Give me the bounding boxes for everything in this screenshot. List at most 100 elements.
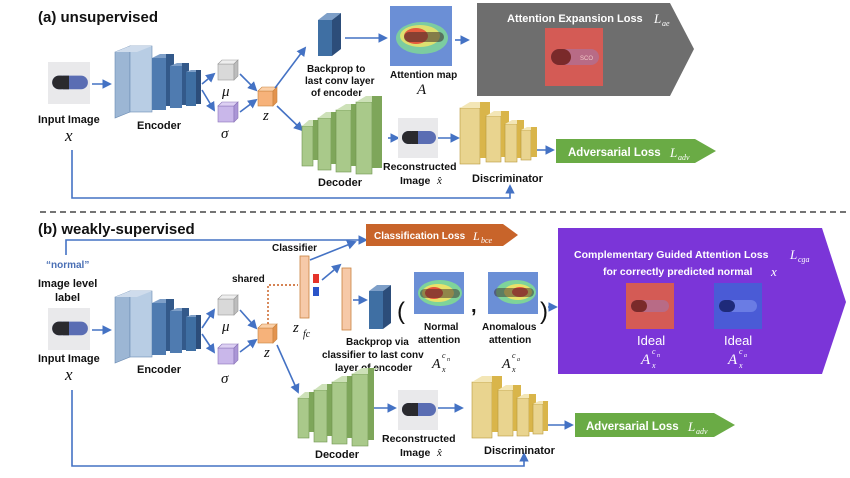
ideal-label-normal: Ideal xyxy=(637,333,665,348)
adv-loss-b-sym: L xyxy=(687,419,695,434)
ae-ideal-image: SCO xyxy=(545,28,603,86)
reconstructed-image-a xyxy=(398,118,438,158)
attention-map-label-a: Attention map xyxy=(390,70,457,81)
paren-close: ) xyxy=(540,298,548,325)
adv-loss-b-sub: adv xyxy=(696,427,708,436)
comma: , xyxy=(471,295,477,317)
input-var-a: x xyxy=(64,126,73,145)
ae-loss-sub: ae xyxy=(662,19,670,28)
classification-loss-banner: Classification Loss L bce xyxy=(366,224,518,246)
attention-expansion-banner: Attention Expansion Loss L ae SCO xyxy=(477,3,694,96)
recon-a-l2: Image xyxy=(400,175,431,187)
sigma-label-a: σ xyxy=(221,126,229,142)
anomalous-attention-map xyxy=(488,272,538,314)
section-a-title: (a) unsupervised xyxy=(38,9,158,26)
ideal-normal-sub: x xyxy=(651,361,656,370)
sigma-cube-b xyxy=(217,343,239,365)
arrows-b xyxy=(65,235,574,467)
decoder-label-b: Decoder xyxy=(315,449,360,461)
backprop-block-a xyxy=(318,13,341,56)
anom-att-sup-sub: a xyxy=(517,357,520,363)
ideal-anom-sup: c xyxy=(739,347,743,356)
mu-cube-b xyxy=(217,294,239,316)
backprop-a-l2: last conv layer xyxy=(305,76,375,87)
sigma-label-b: σ xyxy=(221,371,229,387)
input-label-b: Input Image xyxy=(38,353,100,365)
recon-a-var: x̂ xyxy=(436,175,442,187)
z-cube-b xyxy=(257,323,278,344)
normal-att-l1: Normal xyxy=(424,322,459,333)
cga-loss-panel: Complementary Guided Attention Loss L cg… xyxy=(558,228,846,374)
recon-b-l2: Image xyxy=(400,447,431,459)
encoder-label-a: Encoder xyxy=(137,120,182,132)
encoder-a xyxy=(114,45,201,119)
discriminator-label-a: Discriminator xyxy=(472,173,544,185)
attention-map-a xyxy=(390,6,452,66)
backprop-a-l3: of encoder xyxy=(311,88,362,99)
normal-att-sup: c xyxy=(442,351,446,360)
anom-att-l2: attention xyxy=(489,335,531,346)
backprop-a-l1: Backprop to xyxy=(307,64,365,75)
input-image-b xyxy=(48,308,90,350)
classifier-out-red xyxy=(313,274,319,283)
sigma-cube-a xyxy=(217,101,239,123)
input-var-b: x xyxy=(64,365,73,384)
ideal-anom-sup-sub: a xyxy=(744,353,747,359)
backprop-b-l1: Backprop via xyxy=(346,337,409,348)
z-label-a: z xyxy=(262,108,269,124)
level-label-l1: Image level xyxy=(38,278,97,290)
normal-att-sym: A xyxy=(431,357,441,372)
decoder-label-a: Decoder xyxy=(318,177,363,189)
discriminator-b xyxy=(471,376,549,439)
adv-loss-a-sub: adv xyxy=(678,153,690,162)
cga-var: x xyxy=(770,264,777,279)
encoder-b xyxy=(114,290,201,364)
ae-loss-sym: L xyxy=(653,11,661,26)
normal-attention-map xyxy=(414,272,464,314)
adversarial-loss-banner-a: Adversarial Loss L adv xyxy=(556,139,716,163)
anom-att-sub: x xyxy=(511,365,516,374)
z-label-b: z xyxy=(263,345,270,361)
adv-loss-a-sym: L xyxy=(669,145,677,160)
encoder-label-b: Encoder xyxy=(137,364,182,376)
backprop-b-l2: classifier to last conv xyxy=(322,350,424,361)
mu-label-a: μ xyxy=(221,84,230,100)
attention-var-a: A xyxy=(416,82,427,98)
adversarial-loss-banner-b: Adversarial Loss L adv xyxy=(575,413,735,437)
cls-loss-sym: L xyxy=(472,229,480,243)
classifier-bar xyxy=(299,255,310,319)
input-image-a xyxy=(48,62,90,104)
ideal-normal-sup: c xyxy=(652,347,656,356)
backprop-block-b xyxy=(369,285,391,329)
cga-sym: L xyxy=(789,247,797,262)
decoder-a xyxy=(301,96,382,175)
discriminator-label-b: Discriminator xyxy=(484,445,556,457)
recon-b-l1: Reconstructed xyxy=(382,433,456,445)
cls-loss-sub: bce xyxy=(481,236,493,245)
normal-tag: “normal” xyxy=(46,260,89,271)
backprop-bar-b xyxy=(341,267,352,331)
normal-att-l2: attention xyxy=(418,335,460,346)
recon-b-var: x̂ xyxy=(436,447,442,459)
normal-att-sub: x xyxy=(441,365,446,374)
mu-label-b: μ xyxy=(221,319,230,335)
ideal-label-anom: Ideal xyxy=(724,333,752,348)
recon-a-l1: Reconstructed xyxy=(383,161,457,173)
paren-open: ( xyxy=(397,298,405,325)
ideal-normal-sup-sub: n xyxy=(657,353,660,359)
ae-pill-text: SCO xyxy=(580,56,593,62)
adv-loss-b: Adversarial Loss xyxy=(586,421,679,433)
arrows-a xyxy=(71,33,555,199)
ideal-normal-sym: A xyxy=(640,352,651,368)
discriminator-a xyxy=(459,102,537,165)
zfc-sub: fc xyxy=(303,329,311,340)
classifier-label: Classifier xyxy=(272,243,317,254)
input-label-a: Input Image xyxy=(38,114,100,126)
anom-att-sym: A xyxy=(501,357,511,372)
z-cube-a xyxy=(257,86,278,107)
shared-label: shared xyxy=(232,274,265,285)
section-b-title: (b) weakly-supervised xyxy=(38,221,195,238)
cls-loss-label: Classification Loss xyxy=(374,231,466,242)
ae-loss-label: Attention Expansion Loss xyxy=(507,13,643,25)
